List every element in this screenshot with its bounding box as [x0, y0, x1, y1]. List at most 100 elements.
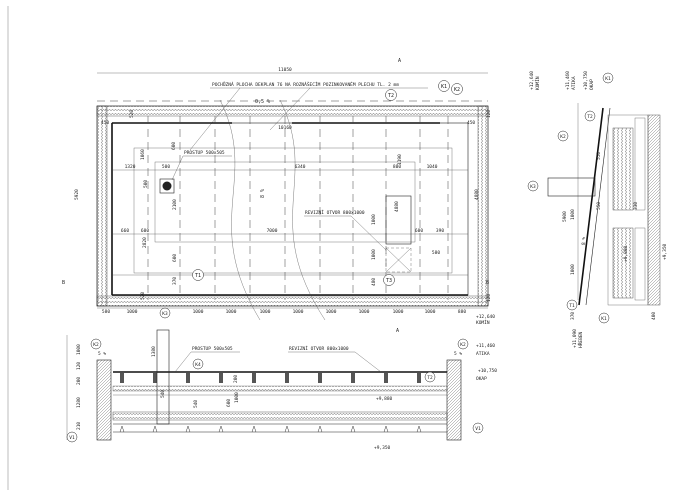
plan-level-chimney: +12,640	[476, 314, 495, 320]
svg-text:1190: 1190	[397, 154, 403, 165]
beam-support	[218, 425, 224, 433]
svg-text:540: 540	[160, 390, 166, 398]
svg-text:5900: 5900	[562, 211, 568, 222]
tag-k3-b: K3	[527, 180, 539, 192]
svg-text:550: 550	[596, 202, 602, 210]
svg-text:600: 600	[141, 228, 149, 234]
svg-text:T1: T1	[569, 303, 575, 309]
tag-t2: T2	[385, 89, 397, 101]
beam-support	[350, 425, 356, 433]
svg-text:T2: T2	[587, 114, 593, 120]
svg-text:500: 500	[143, 180, 149, 188]
svg-text:6340: 6340	[295, 164, 306, 170]
svg-text:1000: 1000	[570, 264, 576, 275]
section-mark-a-top: A	[398, 58, 401, 64]
tag-t1: T1	[192, 269, 204, 281]
plan-chimney-label: KOMÍN	[476, 318, 490, 326]
tag-k2: K2	[451, 83, 463, 95]
svg-text:600: 600	[415, 228, 423, 234]
section-b-labels: +12,640 KOMÍN +11,460 ATIKA +10,750 OKAP…	[529, 71, 668, 348]
svg-text:K4: K4	[195, 362, 201, 368]
section-a-opening-label: PROSTUP 500x505	[192, 346, 233, 352]
svg-text:+10,750: +10,750	[583, 71, 589, 90]
slope-main: 8 %	[260, 189, 266, 198]
purlin	[285, 373, 289, 383]
svg-text:K3: K3	[530, 184, 536, 190]
svg-text:7000: 7000	[267, 228, 278, 234]
svg-text:550: 550	[596, 152, 602, 160]
level-base: +9,350	[374, 445, 391, 451]
plan-opening-label: PROSTUP 500x505	[184, 150, 225, 156]
dims-bottom: 580 1000 1000 1000 1000 1000 1000 1000 1…	[102, 309, 466, 315]
svg-text:1000: 1000	[371, 214, 377, 225]
svg-text:+11,460: +11,460	[565, 71, 571, 90]
level-eave: +10,750	[478, 368, 497, 374]
tag-k1: K1	[438, 80, 450, 92]
purlin	[351, 373, 355, 383]
svg-text:T2: T2	[388, 93, 394, 99]
break-line	[219, 99, 261, 321]
tag-k2-left: K2	[90, 338, 102, 350]
svg-text:1000: 1000	[127, 309, 138, 315]
svg-text:8 %: 8 %	[581, 237, 587, 245]
slope-top: 0,5 %	[255, 99, 270, 105]
svg-text:1040: 1040	[427, 164, 438, 170]
svg-text:1060: 1060	[140, 149, 146, 160]
svg-text:660: 660	[121, 228, 129, 234]
roof-plan: 11050 POCHŮZNÁ PLOCHA DEKPLAN 76 NA ROZN…	[62, 58, 495, 334]
svg-text:580: 580	[102, 309, 110, 315]
svg-text:KOMÍN: KOMÍN	[533, 76, 541, 90]
beam-support	[416, 425, 422, 433]
svg-text:+9,880: +9,880	[623, 245, 629, 262]
purlin	[384, 373, 388, 383]
dims-row-1: 1320 500 6340 800 1040	[125, 164, 438, 170]
purlin	[186, 373, 190, 383]
chimney-opening	[159, 178, 175, 194]
eave-label: OKAP	[476, 376, 487, 382]
section-mark-b-right: B	[486, 280, 489, 286]
svg-text:1000: 1000	[326, 309, 337, 315]
section-mark-b-left: B	[62, 280, 65, 286]
svg-text:200: 200	[76, 377, 82, 385]
beam-support	[185, 425, 191, 433]
svg-text:1000: 1000	[371, 249, 377, 260]
dim-inner-width: 10160	[278, 125, 292, 131]
slope-left: 5 %	[98, 351, 106, 357]
svg-text:1000: 1000	[193, 309, 204, 315]
inspection-hatch	[385, 195, 412, 245]
svg-text:V1: V1	[69, 435, 75, 441]
svg-text:T3: T3	[386, 278, 392, 284]
attic-wall-left	[96, 359, 112, 441]
tag-k1-bottom: K1	[598, 312, 610, 324]
svg-text:5920: 5920	[74, 189, 80, 200]
svg-text:600: 600	[172, 254, 178, 262]
svg-text:T2: T2	[427, 375, 433, 381]
svg-text:4880: 4880	[474, 189, 480, 200]
svg-text:120: 120	[486, 294, 492, 302]
tag-t2-b: T2	[584, 110, 596, 122]
beam-support	[152, 425, 158, 433]
purlin	[120, 373, 124, 383]
svg-text:+11,090: +11,090	[572, 329, 578, 348]
svg-text:2820: 2820	[142, 237, 148, 248]
level-attic: +11,460	[476, 343, 495, 349]
attic-wall-right	[446, 359, 462, 441]
svg-text:450: 450	[467, 120, 475, 126]
tag-k1-top: K1	[602, 72, 614, 84]
svg-text:200: 200	[233, 375, 239, 383]
beam-support	[119, 425, 125, 433]
section-a-a: 1000 120 200 1280 210 1380 540 540 1000 …	[66, 329, 497, 451]
svg-text:330: 330	[633, 202, 639, 210]
svg-text:400: 400	[651, 312, 657, 320]
section-mark-a-bottom: A	[396, 328, 399, 334]
tag-k4: K4	[192, 358, 204, 370]
svg-text:4880: 4880	[394, 201, 400, 212]
svg-text:520: 520	[140, 292, 146, 300]
svg-text:+12,640: +12,640	[529, 71, 535, 90]
tag-v1-right: V1	[472, 422, 484, 434]
svg-text:1000: 1000	[226, 309, 237, 315]
svg-text:600: 600	[226, 399, 232, 407]
svg-text:K1: K1	[605, 76, 611, 82]
svg-text:1320: 1320	[125, 164, 136, 170]
